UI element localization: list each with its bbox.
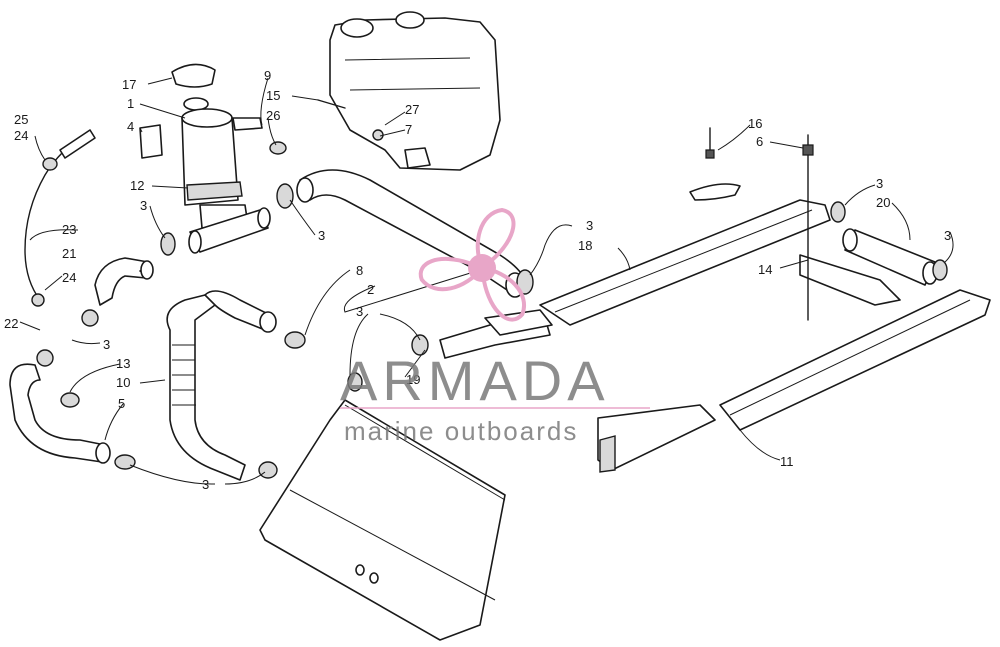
armada-propeller-logo: [418, 207, 526, 322]
callout-25: 25: [14, 112, 28, 127]
propeller-blade: [418, 257, 486, 292]
callout-3-e: 3: [944, 228, 951, 243]
lower-left-hose: [9, 363, 111, 464]
callout-3-g: 3: [202, 477, 209, 492]
mounting-plate: [259, 399, 506, 641]
callout-5: 5: [118, 396, 125, 411]
callout-20: 20: [876, 195, 890, 210]
heat-exchanger-lower: [597, 289, 991, 473]
callout-24-b: 24: [62, 270, 76, 285]
callout-2: 2: [367, 282, 374, 297]
callout-3-c: 3: [586, 218, 593, 233]
callout-13: 13: [116, 356, 130, 371]
callout-11: 11: [780, 454, 794, 469]
callout-19: 19: [406, 372, 420, 387]
callout-12: 12: [130, 178, 144, 193]
callout-labels: 17 1 4 12 3 9 15 26 27 7 3 8 2 3 18 16 6…: [4, 68, 951, 492]
callout-24-a: 24: [14, 128, 28, 143]
callout-26: 26: [266, 108, 280, 123]
hose-clamps: [31, 129, 948, 479]
reservoir-tank: [329, 11, 501, 171]
filler-neck-assembly: [139, 63, 263, 229]
callout-23: 23: [62, 222, 76, 237]
callout-3-h: 3: [356, 304, 363, 319]
leader-lines: [19, 77, 954, 485]
tee-fitting: [188, 207, 271, 254]
overflow-hose: [24, 129, 96, 301]
corrugated-hose: [166, 290, 277, 481]
propeller-hub: [468, 254, 496, 282]
watermark-subtitle: marine outboards: [344, 416, 578, 446]
hardware-bolts: [317, 99, 814, 321]
propeller-blade: [479, 265, 526, 322]
callout-3-d: 3: [876, 176, 883, 191]
watermark-title: ARMADA: [340, 349, 610, 412]
callout-1: 1: [127, 96, 134, 111]
callout-3-a: 3: [140, 198, 147, 213]
callout-4: 4: [127, 119, 134, 134]
callout-9: 9: [264, 68, 271, 83]
callout-8: 8: [356, 263, 363, 278]
callout-3-b: 3: [318, 228, 325, 243]
callout-16: 16: [748, 116, 762, 131]
callout-22: 22: [4, 316, 18, 331]
callout-10: 10: [116, 375, 130, 390]
elbow-hose-21: [94, 257, 154, 306]
callout-17: 17: [122, 77, 136, 92]
propeller-blade: [475, 207, 516, 272]
callout-15: 15: [266, 88, 280, 103]
callout-27: 27: [405, 102, 419, 117]
watermark: ARMADA marine outboards: [340, 207, 650, 446]
callout-14: 14: [758, 262, 772, 277]
callout-21: 21: [62, 246, 76, 261]
callout-6: 6: [756, 134, 763, 149]
callout-3-f: 3: [103, 337, 110, 352]
heat-exchanger-upper: [539, 183, 901, 326]
callout-7: 7: [405, 122, 412, 137]
callout-18: 18: [578, 238, 592, 253]
